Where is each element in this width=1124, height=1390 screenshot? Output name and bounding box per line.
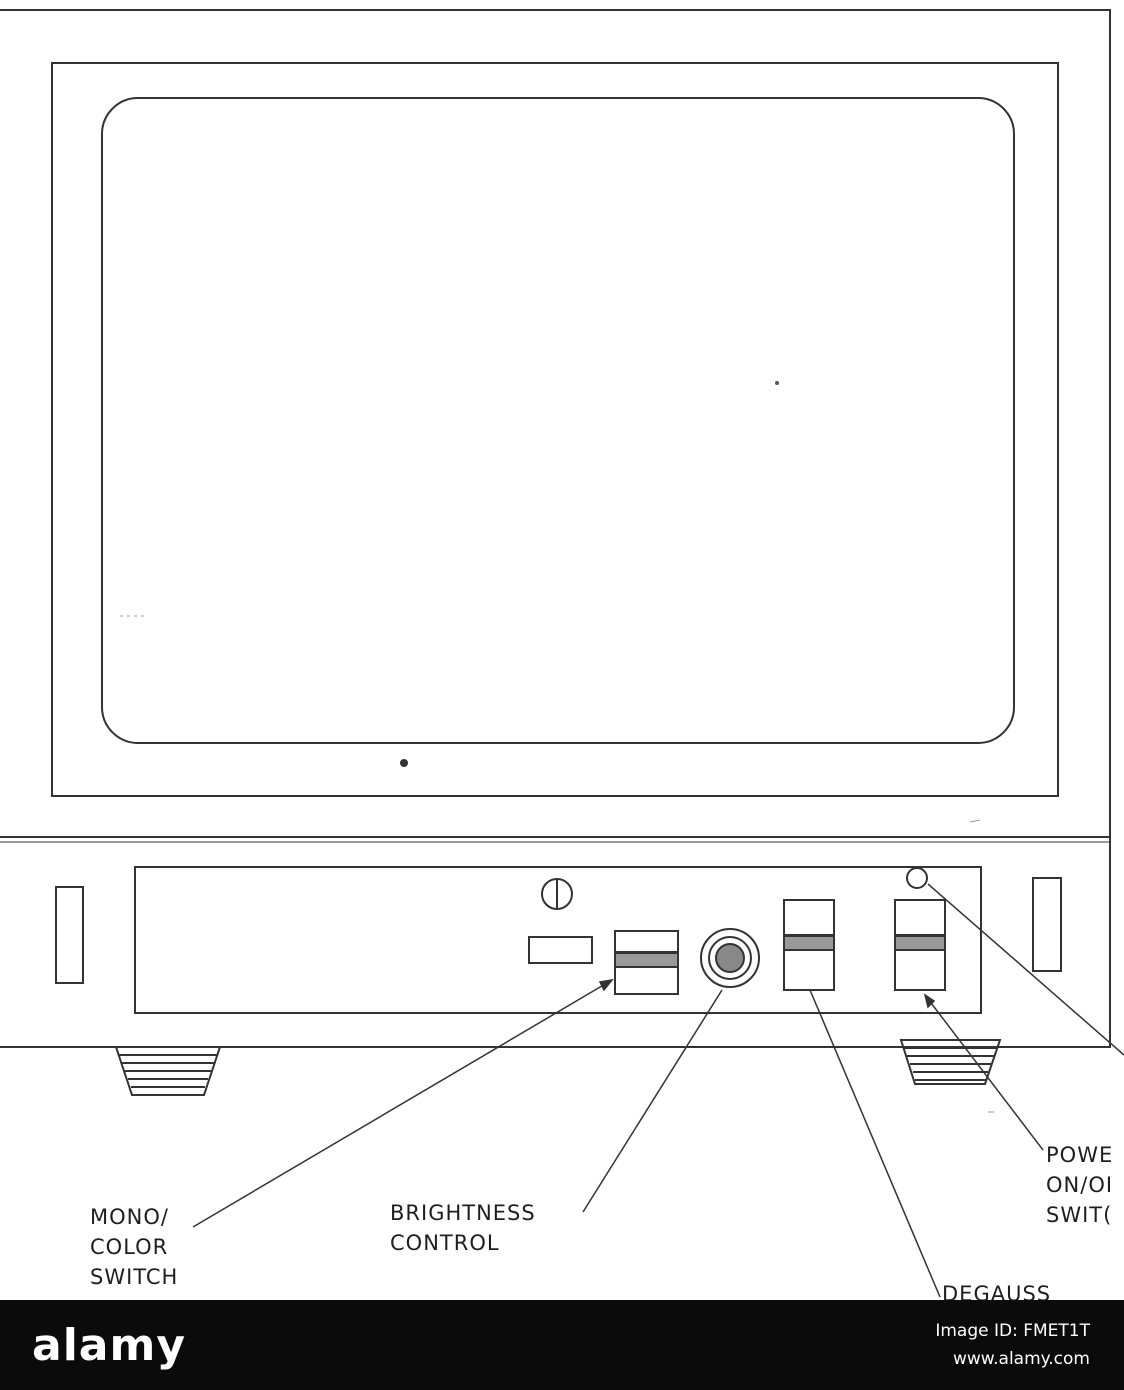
monitor-diagram: MONO/ COLOR SWITCH BRIGHTNESS CONTROL PO… <box>0 9 1124 1300</box>
label-mono-color-switch: MONO/ COLOR SWITCH <box>90 1202 178 1292</box>
scan-marks <box>120 615 994 1113</box>
site-url: www.alamy.com <box>952 1349 1090 1369</box>
degauss-switch <box>783 899 835 991</box>
label-line: ON/OI <box>1046 1173 1114 1197</box>
indicator-lamp-icon <box>906 867 928 889</box>
power-switch <box>894 899 946 991</box>
alamy-logo: alamy <box>32 1319 186 1371</box>
monitor-screen <box>101 97 1015 744</box>
brightness-knob <box>700 928 760 988</box>
label-line: DEGAUSS <box>942 1282 1052 1300</box>
label-line: MONO/ <box>90 1205 169 1229</box>
leader-mono-color <box>192 979 613 1228</box>
label-line: SWIT( <box>1046 1203 1113 1227</box>
leader-indicator <box>927 883 1124 1056</box>
monitor-drawing <box>0 9 1124 1298</box>
label-degauss: DEGAUSS <box>942 1276 1051 1300</box>
leader-lines <box>192 883 1124 1298</box>
control-panel <box>134 866 982 1014</box>
screen-speck <box>400 759 408 767</box>
watermark-banner: alamy Image ID: FMET1T www.alamy.com <box>0 1300 1124 1390</box>
right-vent-slot <box>1032 877 1062 972</box>
label-line: CONTROL <box>390 1231 500 1255</box>
mono-color-switch <box>614 930 679 995</box>
panel-slot <box>528 936 593 964</box>
monitor-bezel <box>51 62 1059 797</box>
power-symbol-icon <box>541 878 573 910</box>
leader-degauss <box>809 989 941 1298</box>
leader-power <box>924 994 1044 1151</box>
image-metadata: Image ID: FMET1T www.alamy.com <box>935 1317 1090 1373</box>
arrowhead-mono-color <box>598 978 614 992</box>
left-vent-slot <box>55 886 84 984</box>
image-id: Image ID: FMET1T <box>935 1321 1090 1341</box>
arrowhead-power <box>923 993 936 1009</box>
screen-speck <box>775 381 779 385</box>
right-foot <box>899 1039 1002 1085</box>
label-brightness-control: BRIGHTNESS CONTROL <box>390 1198 536 1258</box>
left-foot <box>114 1046 222 1096</box>
monitor-cabinet <box>0 9 1111 1048</box>
label-power-switch: POWE ON/OI SWIT( <box>1046 1140 1113 1230</box>
label-line: POWE <box>1046 1143 1114 1167</box>
label-line: SWITCH <box>90 1265 179 1289</box>
label-line: BRIGHTNESS <box>390 1201 536 1225</box>
label-line: COLOR <box>90 1235 169 1259</box>
leader-brightness <box>582 989 723 1213</box>
